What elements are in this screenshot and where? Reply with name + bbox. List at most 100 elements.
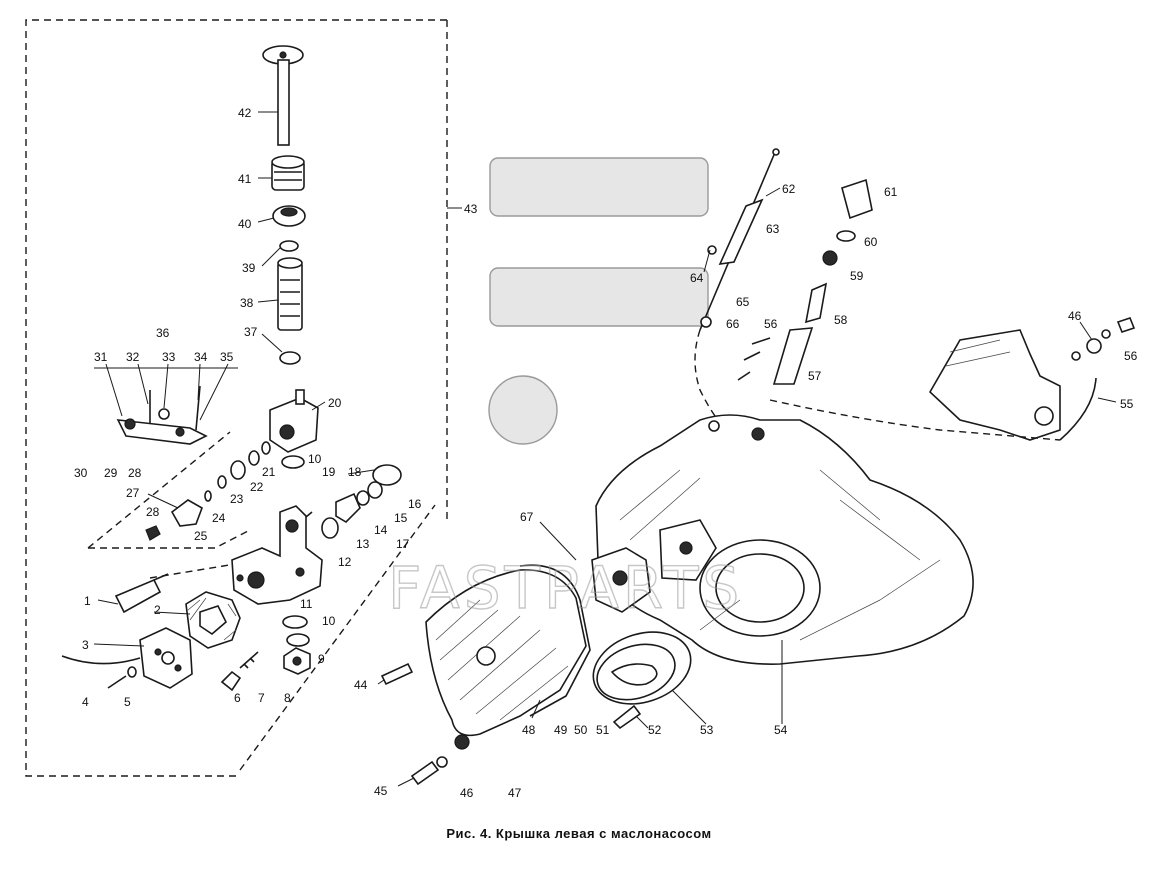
- part-28-nut: [145, 525, 161, 541]
- callout-6: 6: [234, 691, 241, 705]
- callout-29: 29: [104, 466, 118, 480]
- callout-1: 1: [84, 594, 91, 608]
- callout-20: 20: [328, 396, 342, 410]
- callout-52: 52: [648, 723, 662, 737]
- leader-lines: [93, 111, 1117, 787]
- callout-37: 37: [244, 325, 258, 339]
- part-10-ring: [282, 615, 308, 629]
- part-47-left-cover: [425, 569, 587, 750]
- callout-55: 55: [1120, 397, 1134, 411]
- callout-51: 51: [596, 723, 610, 737]
- callout-66: 66: [726, 317, 740, 331]
- callout-11: 11: [300, 597, 313, 611]
- callout-47: 47: [508, 786, 522, 800]
- callout-3: 3: [82, 638, 89, 652]
- redacted-circle: [488, 375, 558, 445]
- callout-48: 48: [522, 723, 536, 737]
- parts-62-66-rod: [694, 148, 780, 421]
- callout-14: 14: [374, 523, 388, 537]
- parts-6-7-plunger: [220, 651, 259, 692]
- part-55-right-assembly: [769, 317, 1136, 441]
- callout-58: 58: [834, 313, 848, 327]
- callout-34: 34: [194, 350, 208, 364]
- callout-50: 50: [574, 723, 588, 737]
- callout-41: 41: [238, 172, 252, 186]
- part-45-bolt: [410, 760, 440, 786]
- part-2-gasket: [185, 591, 241, 649]
- callout-54: 54: [774, 723, 788, 737]
- parts-13-19-rings: [281, 455, 402, 539]
- parts-56-61-filter: [737, 178, 873, 385]
- callout-44: 44: [354, 678, 368, 692]
- callout-59: 59: [850, 269, 864, 283]
- callout-17: 17: [396, 537, 410, 551]
- callout-36: 36: [156, 326, 170, 340]
- callout-28b: 28: [146, 505, 160, 519]
- callout-9: 9: [318, 652, 325, 666]
- callout-27: 27: [126, 486, 140, 500]
- callout-39: 39: [242, 261, 256, 275]
- part-9-ring: [286, 633, 310, 647]
- callout-62: 62: [782, 182, 796, 196]
- callout-18: 18: [348, 465, 362, 479]
- callout-42: 42: [238, 106, 252, 120]
- callout-38: 38: [240, 296, 254, 310]
- redacted-box-1: [489, 157, 709, 217]
- callout-46b: 46: [460, 786, 474, 800]
- callout-2: 2: [154, 603, 161, 617]
- part-53-oval-cover: [592, 631, 692, 705]
- callout-labels: 42 41 40 39 38 37 36 31 32 33 34 35 30 2…: [74, 106, 1138, 800]
- part-44-bolt: [380, 662, 414, 686]
- watermark-text: FASTPARTS: [388, 554, 743, 622]
- callout-60: 60: [864, 235, 878, 249]
- callout-8: 8: [284, 691, 291, 705]
- callout-4: 4: [82, 695, 89, 709]
- part-46-washer: [436, 756, 448, 768]
- redacted-box-2: [489, 267, 709, 327]
- callout-65: 65: [736, 295, 750, 309]
- callout-43: 43: [464, 202, 478, 216]
- callout-49: 49: [554, 723, 568, 737]
- callout-56: 56: [764, 317, 778, 331]
- callout-67: 67: [520, 510, 534, 524]
- part-38-sleeve: [277, 257, 303, 331]
- part-39-ring: [279, 240, 299, 252]
- callout-31: 31: [94, 350, 108, 364]
- callout-64: 64: [690, 271, 704, 285]
- callout-7: 7: [258, 691, 265, 705]
- part-3-cover: [61, 627, 193, 689]
- part-42-shaft: [262, 45, 304, 146]
- callout-53: 53: [700, 723, 714, 737]
- callout-10b: 10: [322, 614, 336, 628]
- callout-63: 63: [766, 222, 780, 236]
- part-67-pump-mounted: [591, 519, 717, 613]
- callout-56b: 56: [1124, 349, 1138, 363]
- part-8-nut: [283, 647, 311, 675]
- callout-45: 45: [374, 784, 388, 798]
- part-1-pin: [114, 573, 169, 614]
- part-54-crankcase: [595, 414, 974, 665]
- callout-23: 23: [230, 492, 244, 506]
- part-52-screw: [612, 704, 642, 730]
- part-12-pump-body: [231, 505, 323, 605]
- callout-24: 24: [212, 511, 226, 525]
- callout-21: 21: [262, 465, 276, 479]
- callout-33: 33: [162, 350, 176, 364]
- callout-61: 61: [884, 185, 898, 199]
- parts-21-23-fittings: [204, 441, 271, 502]
- part-37-ring: [279, 351, 301, 365]
- callout-28: 28: [128, 466, 142, 480]
- callout-40: 40: [238, 217, 252, 231]
- callout-15: 15: [394, 511, 408, 525]
- part-27-plug: [170, 499, 203, 527]
- part-36-lever-assembly: [94, 367, 238, 445]
- callout-35: 35: [220, 350, 234, 364]
- callout-57: 57: [808, 369, 822, 383]
- part-41-bushing: [271, 155, 305, 191]
- callout-32: 32: [126, 350, 140, 364]
- callout-5: 5: [124, 695, 131, 709]
- callout-30: 30: [74, 466, 88, 480]
- callout-13: 13: [356, 537, 370, 551]
- part-48-gasket: [519, 564, 591, 717]
